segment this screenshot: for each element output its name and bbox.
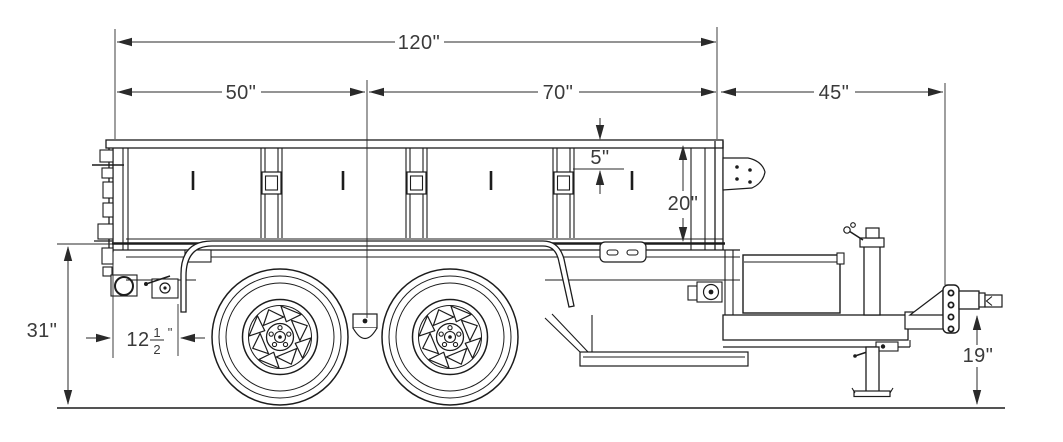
fender [180, 240, 575, 313]
tongue-jack [843, 222, 894, 398]
dim-rear-overhang: 12 1 2 " [86, 325, 205, 357]
front-roller [687, 281, 723, 303]
dim-bed-height: 31" [27, 245, 73, 406]
dim-overall-label: 120" [398, 32, 440, 54]
rear-roller [110, 274, 138, 297]
dim-bed-height-label: 31" [27, 320, 58, 342]
dim-mid-section: 70" [368, 82, 717, 104]
suspension-equalizer [352, 313, 378, 340]
jack-crank-handle [848, 230, 864, 241]
dim-coupler-height: 19" [963, 314, 994, 406]
jack-foot [853, 390, 891, 398]
dim-tongue-length: 45" [720, 82, 944, 104]
toolbox [742, 252, 845, 314]
dim-mid-label: 70" [543, 82, 574, 104]
coupler [904, 284, 1003, 334]
dim-overhang-unit: " [168, 325, 173, 340]
rear-wheel [211, 268, 349, 406]
front-hinge-bracket [722, 157, 766, 191]
dimension-annotations: 120" 50" 70" 45" 5" 20" [27, 27, 994, 406]
dim-overhang-numerator: 1 [153, 325, 160, 340]
rear-latch [144, 275, 179, 299]
front-wheel [381, 268, 519, 406]
dump-bed [105, 139, 766, 315]
skid-plate [579, 351, 749, 367]
dim-rear-section: 50" [116, 82, 366, 104]
dim-top-rail-label: 5" [590, 147, 609, 169]
dim-top-rail: 5" [573, 118, 624, 194]
dim-tongue-label: 45" [819, 82, 850, 104]
plate-bracket [599, 241, 647, 263]
rear-gate-hardware [92, 149, 138, 297]
tongue-frame [722, 314, 911, 358]
dim-side-wall: 20" [668, 144, 699, 243]
stake-post [552, 148, 575, 238]
trailer-drawing [57, 139, 1005, 409]
stake-post [405, 148, 428, 238]
dim-overhang-denominator: 2 [153, 342, 160, 357]
dim-overall-length: 120" [116, 32, 717, 54]
dim-coupler-height-label: 19" [963, 345, 994, 367]
dim-rear-label: 50" [226, 82, 257, 104]
dim-overhang-whole: 12 [126, 329, 149, 351]
stake-post [260, 148, 283, 238]
dim-side-wall-label: 20" [668, 193, 699, 215]
